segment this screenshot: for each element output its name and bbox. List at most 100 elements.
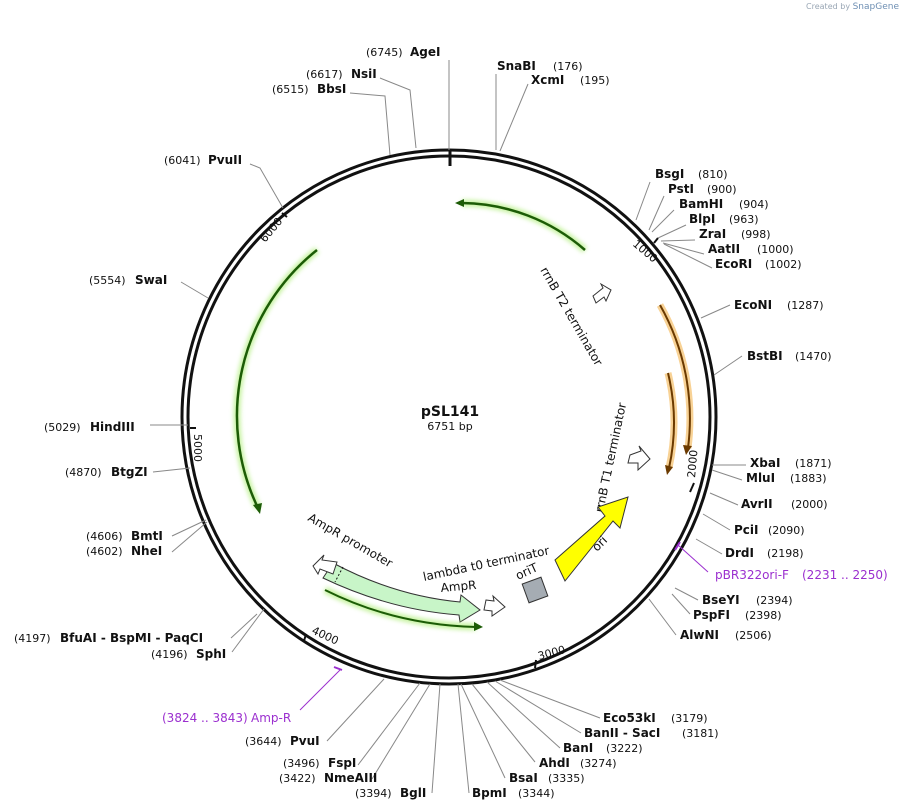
enzyme-name-eco53ki: Eco53kI: [603, 711, 656, 725]
enzyme-name-aatii: AatII: [708, 242, 740, 256]
enzyme-pos-mlui: (1883): [790, 472, 827, 485]
primer-pbr322ori-f: [674, 541, 709, 573]
enzyme-leader-line: [499, 679, 601, 719]
enzyme-name-nhei: NheI: [131, 544, 162, 558]
enzyme-leader-line: [709, 492, 739, 506]
enzyme-pos-psti: (900): [707, 183, 737, 196]
enzyme-leader-line: [326, 678, 385, 742]
primer-name-pbr322ori-f: pBR322ori-F: [715, 568, 789, 582]
enzyme-pos-econi: (1287): [787, 299, 824, 312]
enzyme-name-blpi: BlpI: [689, 212, 715, 226]
feature-label-rrnb-t2: rrnB T2 terminator: [537, 265, 605, 369]
enzyme-leader-line: [431, 683, 441, 794]
enzyme-pos-btgzi: (4870): [65, 466, 102, 479]
enzyme-pos-bstbi: (1470): [795, 350, 832, 363]
enzyme-name-pspfi: PspFI: [693, 608, 730, 622]
enzyme-labels: (6745) AgeI SnaBI (176) XcmI (195) (6617…: [14, 45, 832, 800]
enzyme-name-bstbi: BstBI: [747, 349, 783, 363]
enzyme-leader-line: [711, 469, 743, 481]
rrnb-t1-arrow: [627, 445, 651, 472]
tick-label-6000: 6000: [257, 215, 285, 245]
enzyme-leader-line: [171, 519, 207, 537]
ampr-orf-arc: [323, 586, 483, 631]
enzyme-name-agei: AgeI: [410, 45, 440, 59]
enzyme-leader-line: [635, 181, 651, 221]
enzyme-name-bfuai: BfuAI - BspMI - PaqCI: [60, 631, 203, 645]
enzyme-name-alwni: AlwNI: [680, 628, 719, 642]
enzyme-pos-nhei: (4602): [86, 545, 123, 558]
enzyme-pos-ahdi: (3274): [580, 757, 617, 770]
enzyme-pos-bpmi: (3344): [518, 787, 555, 800]
enzyme-pos-pspfi: (2398): [745, 609, 782, 622]
tick-mark-1000: [653, 237, 659, 244]
enzyme-leader-line: [671, 593, 691, 615]
enzyme-name-snabi: SnaBI: [497, 59, 536, 73]
enzyme-name-bsgi: BsgI: [655, 167, 684, 181]
enzyme-pos-bmti: (4606): [86, 530, 123, 543]
enzyme-leader-line: [249, 163, 284, 209]
orange-arc-outer: [656, 303, 694, 455]
enzyme-pos-blpi: (963): [729, 213, 759, 226]
enzyme-leader-line: [674, 587, 699, 601]
enzyme-pos-bamhi: (904): [739, 198, 769, 211]
enzyme-pos-xcmi: (195): [580, 74, 610, 87]
feature-label-rrnb-t1: rrnB T1 terminator: [592, 401, 629, 513]
enzyme-name-pvui: PvuI: [290, 734, 320, 748]
tick-label-2000: 2000: [685, 449, 700, 478]
tick-mark-3000: [534, 659, 537, 669]
enzyme-name-bani: BanI: [563, 741, 593, 755]
enzyme-leader-line: [499, 83, 529, 152]
enzyme-name-pcii: PciI: [734, 523, 759, 537]
enzyme-name-bgli: BglI: [400, 786, 426, 800]
enzyme-leader-line: [371, 683, 431, 780]
enzyme-leader-line: [357, 682, 421, 766]
orange-arc-inner: [664, 372, 678, 475]
enzyme-pos-avrii: (2000): [791, 498, 828, 511]
enzyme-leader-line: [700, 304, 731, 319]
enzyme-name-nsii: NsiI: [351, 67, 377, 81]
enzyme-pos-agei: (6745): [366, 46, 403, 59]
enzyme-name-drdi: DrdI: [725, 546, 754, 560]
tick-mark-6000: [281, 212, 288, 218]
enzyme-leader-line: [648, 195, 665, 231]
tick-label-4000: 4000: [310, 624, 341, 648]
enzyme-pos-sphi: (4196): [151, 648, 188, 661]
enzyme-name-econi: EcoNI: [734, 298, 772, 312]
enzyme-pos-pvuii: (6041): [164, 154, 201, 167]
enzyme-name-mlui: MluI: [746, 471, 775, 485]
enzyme-name-nmeaiii: NmeAIII: [324, 771, 377, 785]
enzyme-name-avrii: AvrII: [741, 497, 773, 511]
enzyme-name-pvuii: PvuII: [208, 153, 242, 167]
enzyme-leader-line: [231, 608, 265, 653]
tick-marks: [190, 212, 695, 669]
enzyme-name-bsai: BsaI: [509, 771, 538, 785]
ori-arrow: [554, 496, 629, 582]
enzyme-pos-aatii: (1000): [757, 243, 794, 256]
enzyme-leader-line: [494, 680, 582, 734]
enzyme-leader-line: [695, 538, 723, 555]
enzyme-name-fspi: FspI: [328, 756, 356, 770]
enzyme-name-xcmi: XcmI: [531, 73, 564, 87]
enzyme-name-ecori: EcoRI: [715, 257, 752, 271]
enzyme-pos-bsai: (3335): [548, 772, 585, 785]
enzyme-pos-hindiii: (5029): [44, 421, 81, 434]
enzyme-pos-alwni: (2506): [735, 629, 772, 642]
enzyme-leader-line: [663, 243, 713, 269]
enzyme-leader-line: [471, 683, 536, 763]
enzyme-leader-line: [379, 77, 417, 149]
enzyme-leader-line: [651, 209, 675, 233]
enzyme-name-psti: PstI: [668, 182, 694, 196]
enzyme-leader-line: [349, 92, 391, 156]
feature-label-ampr: AmpR: [440, 578, 477, 595]
enzyme-pos-bgli: (3394): [355, 787, 392, 800]
tick-mark-4000: [303, 633, 307, 642]
plasmid-size: 6751 bp: [427, 420, 472, 433]
tick-mark-2000: [689, 482, 695, 493]
orf-arc-left: [233, 247, 320, 514]
enzyme-leader-line: [460, 683, 506, 779]
enzyme-pos-xbai: (1871): [795, 457, 832, 470]
enzyme-leader-line: [486, 681, 561, 749]
enzyme-pos-eco53ki: (3179): [671, 712, 708, 725]
enzyme-pos-bsgi: (810): [698, 168, 728, 181]
